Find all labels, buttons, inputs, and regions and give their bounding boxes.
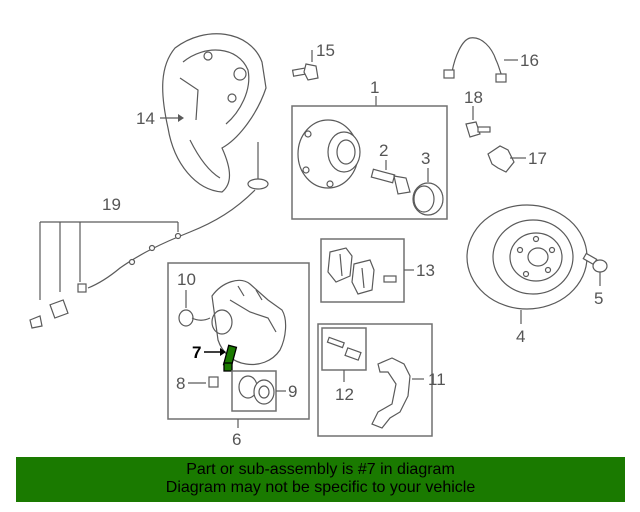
callout-label: 13: [416, 261, 435, 280]
callout-9: 9: [276, 382, 297, 401]
callout-label: 19: [102, 195, 121, 214]
callout-label: 1: [370, 78, 379, 97]
callout-3: 3: [421, 149, 430, 182]
part-3-dust-cap: [412, 182, 444, 216]
callout-13: 13: [404, 261, 435, 280]
part-13-brake-pads: [327, 247, 397, 295]
box-hub-assembly: [291, 105, 448, 220]
callout-19: 19: [39, 195, 179, 300]
callout-16: 16: [504, 51, 539, 70]
part-19-abs-sensor: [29, 142, 269, 329]
callout-label: 10: [177, 270, 196, 289]
callout-10: 10: [177, 270, 196, 308]
box-caliper-bracket: [317, 323, 433, 437]
part-9-piston: [238, 375, 275, 405]
callout-8: 8: [176, 374, 206, 393]
part-15-bolt: [291, 63, 319, 81]
part-4-rotor: [466, 204, 588, 310]
callout-17: 17: [510, 149, 547, 168]
part-1-hub: [297, 119, 361, 189]
callout-label: 6: [232, 430, 241, 449]
footer-line-1: Part or sub-assembly is #7 in diagram: [186, 461, 455, 478]
callout-label: 8: [176, 374, 185, 393]
callout-15: 15: [311, 41, 335, 62]
part-14-splash-shield: [162, 33, 267, 193]
footer-line-2: Diagram may not be specific to your vehi…: [165, 479, 476, 496]
callout-label-highlighted: 7: [192, 343, 201, 362]
callout-11: 11: [412, 370, 446, 389]
part-11-bracket: [371, 357, 411, 429]
callout-label: 5: [594, 289, 603, 308]
callout-5: 5: [594, 272, 603, 308]
callout-label: 2: [379, 141, 388, 160]
part-17-bracket: [487, 145, 515, 173]
callout-label: 9: [288, 382, 297, 401]
callout-label: 18: [464, 88, 483, 107]
callout-label: 12: [335, 385, 354, 404]
callout-2: 2: [379, 141, 388, 170]
footer-banner: Part or sub-assembly is #7 in diagram Di…: [16, 457, 625, 502]
box-guide-pins: [321, 327, 367, 371]
part-12-guide-pins: [326, 336, 362, 361]
part-5-screw: [582, 252, 608, 273]
brake-parts-diagram: 14 15 16 18 17 1: [29, 33, 608, 449]
callout-label: 3: [421, 149, 430, 168]
part-16-brake-hose: [443, 37, 507, 83]
callout-6: 6: [232, 419, 241, 449]
part-7-highlighted: [222, 344, 238, 372]
callout-7: 7: [192, 343, 226, 362]
callout-14: 14: [136, 109, 184, 128]
part-10-bleeder: [178, 309, 211, 327]
callout-1: 1: [370, 78, 379, 106]
part-18-bolt: [465, 121, 491, 138]
callout-18: 18: [464, 88, 483, 120]
callout-4: 4: [516, 310, 525, 346]
callout-label: 11: [428, 370, 446, 389]
callout-label: 15: [316, 41, 335, 60]
callout-12: 12: [335, 370, 354, 404]
part-2-wheel-bolt: [370, 168, 411, 195]
callout-label: 14: [136, 109, 155, 128]
part-8-seal: [208, 376, 219, 388]
callout-label: 17: [528, 149, 547, 168]
callout-label: 16: [520, 51, 539, 70]
callout-label: 4: [516, 327, 525, 346]
